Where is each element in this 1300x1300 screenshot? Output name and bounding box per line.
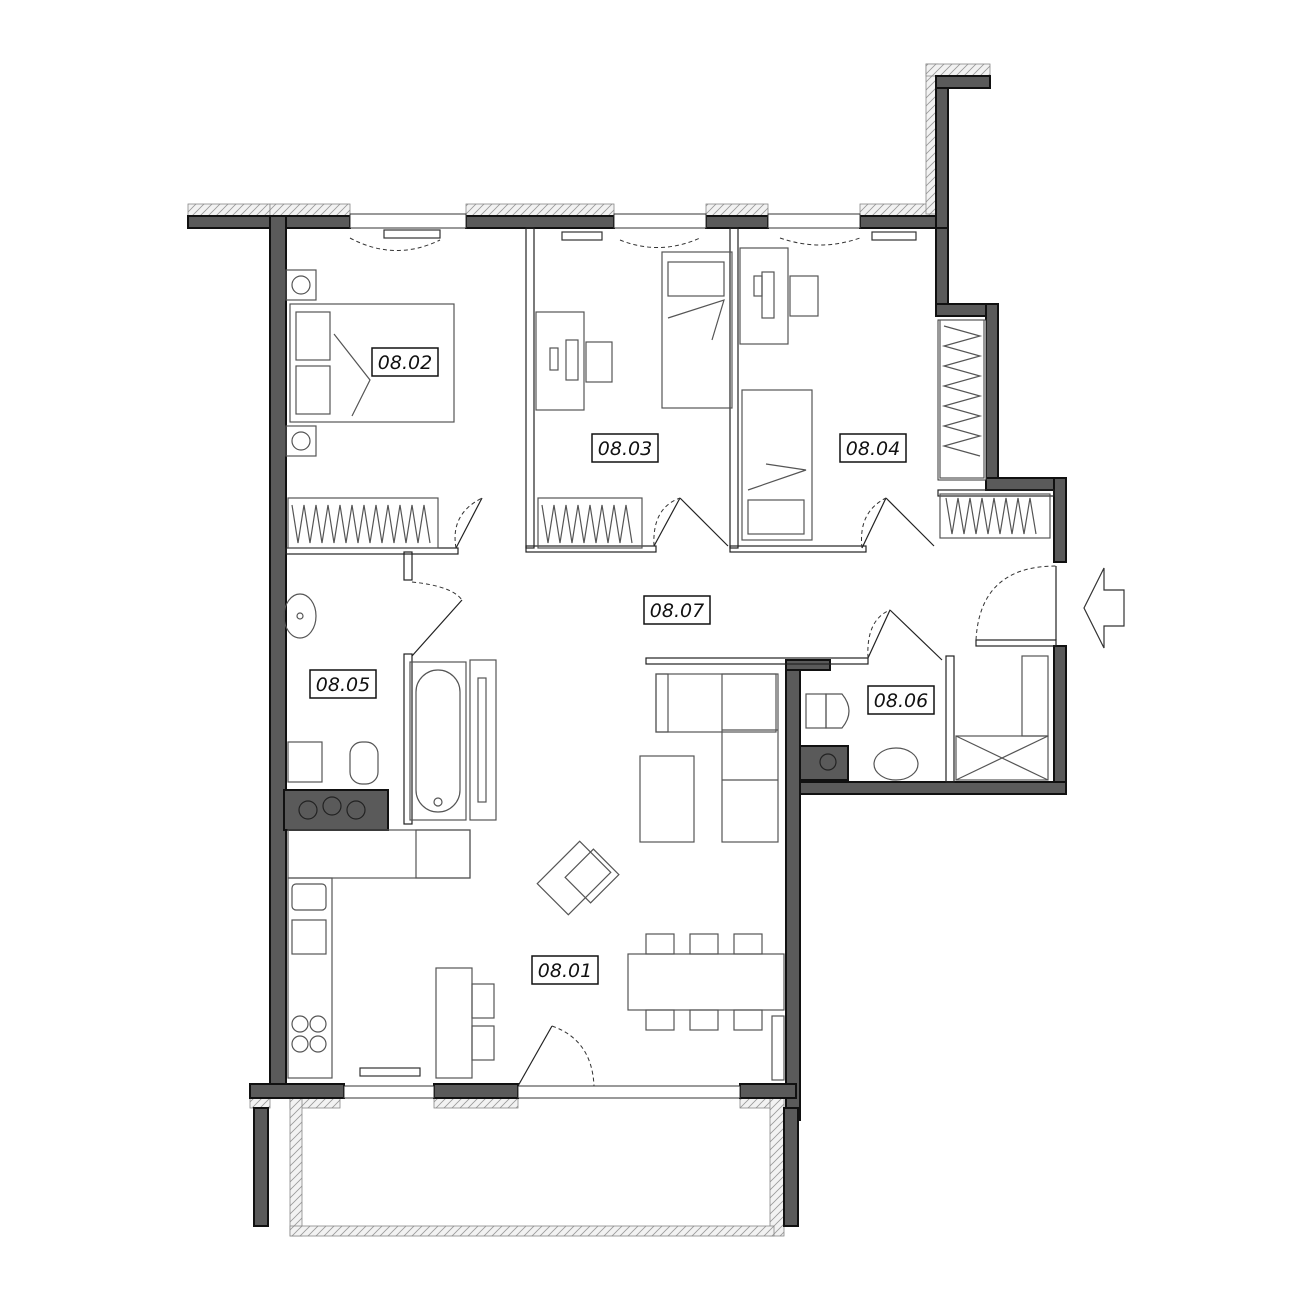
windows <box>343 213 987 1099</box>
room-label-r2: 08.02 <box>371 347 439 377</box>
doors <box>349 237 1057 1087</box>
entrance-arrow-icon <box>1083 567 1125 649</box>
room-label-r3: 08.03 <box>591 433 659 463</box>
room-label-text: 08.02 <box>378 352 432 374</box>
wc-fixtures <box>805 655 1049 781</box>
room-label-r5: 08.05 <box>309 669 377 699</box>
room-label-r1: 08.01 <box>531 955 599 985</box>
room-label-r6: 08.06 <box>867 685 935 715</box>
room-0804-furniture <box>739 247 1051 541</box>
room-label-r7: 08.07 <box>643 595 711 625</box>
room-label-r4: 08.04 <box>839 433 907 463</box>
room-label-text: 08.01 <box>538 960 592 982</box>
partitions <box>285 227 1057 825</box>
room-label-text: 08.06 <box>874 690 928 712</box>
bathroom-fixtures <box>283 593 497 821</box>
room-label-text: 08.05 <box>316 674 370 696</box>
walls <box>187 75 1067 1227</box>
bedroom-furniture <box>285 269 455 549</box>
room-label-text: 08.04 <box>846 438 900 460</box>
room-label-text: 08.03 <box>598 438 652 460</box>
living-room-furniture <box>287 673 785 1081</box>
room-0803-furniture <box>535 251 733 549</box>
room-label-text: 08.07 <box>650 600 704 622</box>
